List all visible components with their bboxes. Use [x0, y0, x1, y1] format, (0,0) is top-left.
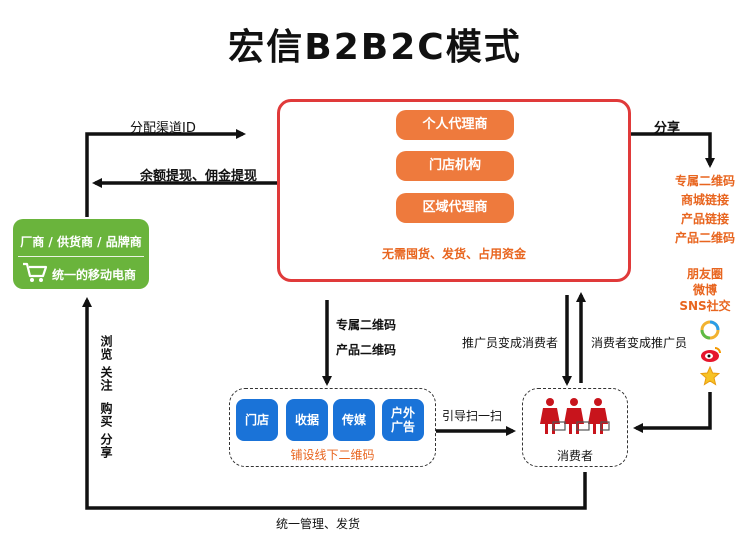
moments-icon — [700, 320, 720, 340]
right-links: 专属二维码 商城链接 产品链接 产品二维码 — [660, 172, 750, 248]
social-moments: 朋友圈 — [686, 267, 723, 281]
offline-store: 门店 — [236, 399, 278, 441]
label-withdraw: 余额提现、佣金提现 — [140, 169, 258, 184]
consumer-box — [522, 388, 628, 467]
agent-pill-personal: 个人代理商 — [396, 110, 514, 140]
arrow-share — [631, 132, 715, 168]
label-consumer-to-promoter: 消费者变成推广员 — [591, 336, 688, 350]
label-unified: 统一管理、发货 — [276, 517, 361, 531]
arrow-social-consumer — [633, 392, 712, 433]
label-promoter-to-consumer: 推广员变成消费者 — [462, 336, 559, 350]
arrow-bottom-loop — [82, 297, 587, 510]
left-vertical-col2: 购买 分享 — [99, 402, 113, 460]
offline-box — [229, 388, 436, 467]
merchant-divider — [18, 256, 144, 257]
offline-receipt: 收据 — [286, 399, 328, 441]
social-list: 朋友圈 微博 SNS社交 — [660, 266, 750, 314]
link-exclusive-qr: 专属二维码 — [674, 174, 735, 188]
weibo-icon — [701, 347, 721, 362]
social-sns: SNS社交 — [679, 299, 731, 313]
agent-pill-regional: 区域代理商 — [396, 193, 514, 223]
arrow-channel-id — [85, 129, 246, 217]
merchant-box — [13, 219, 149, 289]
social-weibo: 微博 — [692, 283, 717, 297]
label-guide-scan: 引导扫一扫 — [442, 409, 503, 423]
link-mall: 商城链接 — [680, 193, 729, 207]
offline-outdoor-ad: 户外 广告 — [382, 399, 424, 441]
merchant-line2: 统一的移动电商 — [52, 268, 137, 282]
consumer-label: 消费者 — [556, 449, 593, 463]
agent-pill-store: 门店机构 — [396, 151, 514, 181]
label-share: 分享 — [654, 121, 681, 136]
label-channel-id: 分配渠道ID — [130, 121, 196, 136]
page-title: 宏信B2B2C模式 — [228, 27, 522, 68]
link-product-qr: 产品二维码 — [674, 231, 735, 245]
cart-icon — [23, 262, 48, 282]
offline-caption: 铺设线下二维码 — [290, 448, 375, 462]
shoppers-icon — [540, 398, 610, 434]
merchant-line1: 厂商 / 供货商 / 品牌商 — [20, 235, 142, 249]
agent-note: 无需囤货、发货、占用资金 — [381, 247, 526, 261]
left-vertical-col1: 浏览 关注 — [99, 335, 113, 393]
label-exclusive-qr: 专属二维码 — [336, 318, 397, 332]
star-icon — [700, 366, 720, 386]
link-product: 产品链接 — [680, 212, 729, 226]
label-product-qr: 产品二维码 — [336, 343, 397, 357]
offline-media: 传媒 — [333, 399, 375, 441]
